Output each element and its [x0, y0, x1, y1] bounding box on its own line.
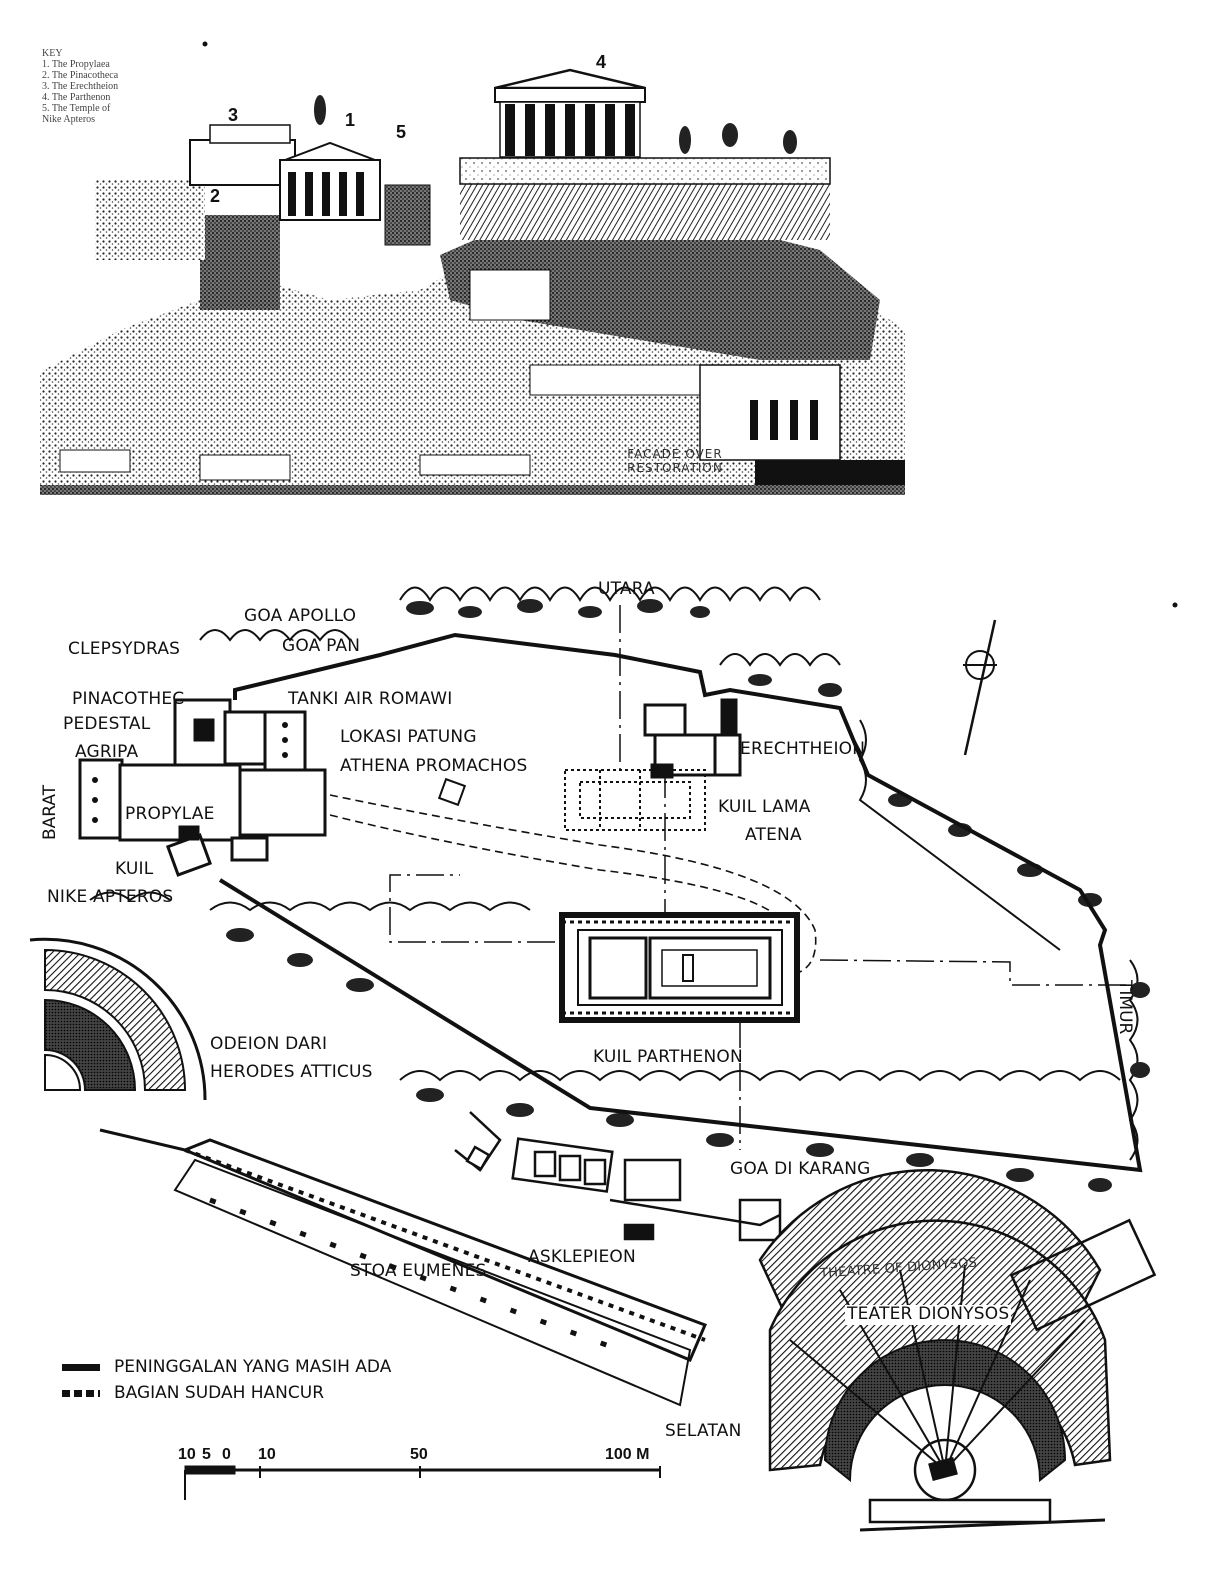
label-south: SELATAN	[665, 1421, 742, 1441]
parthenon-building	[494, 68, 646, 158]
label-kuil-nike: KUIL	[115, 859, 154, 879]
label-west: BARAT	[40, 784, 60, 840]
theatre-dionysos-plan	[758, 1168, 1157, 1532]
key-line: 3. The Erechtheion	[42, 81, 119, 92]
label-asklepieon: ASKLEPIEON	[528, 1247, 636, 1267]
legend-solid-swatch	[62, 1363, 100, 1371]
propylaea-columns	[92, 722, 288, 823]
label-kuil-lama: KUIL LAMA	[718, 797, 811, 817]
marker-3: 3	[228, 105, 239, 125]
label-nike-apteros: NIKE APTEROS	[47, 887, 174, 907]
scale-tick: 0	[222, 1446, 231, 1463]
label-atena: ATENA	[745, 825, 802, 845]
marker-1: 1	[345, 110, 356, 130]
legend-existing-label: PENINGGALAN YANG MASIH ADA	[114, 1357, 392, 1377]
label-erechtheion: ERECHTHEION	[740, 739, 866, 759]
propylaea-building	[189, 124, 431, 246]
label-athena-promachos: ATHENA PROMACHOS	[340, 756, 528, 776]
scale-tick: 5	[202, 1446, 211, 1463]
west-slope	[95, 180, 205, 260]
label-east: TIMUR	[1115, 980, 1135, 1035]
rock-scarp	[89, 586, 1139, 1161]
label-stoa-eumenes: STOA EUMENES	[350, 1261, 487, 1281]
illustration-caption: FACADE OVER RESTORATION	[627, 447, 723, 475]
stoa-eumenes-plan	[99, 1128, 707, 1407]
scale-tick: 10	[258, 1446, 276, 1463]
label-pinacotheca: PINACOTHEC	[72, 689, 185, 709]
odeion-plan	[29, 937, 207, 1101]
key-line: 2. The Pinacotheca	[42, 70, 119, 81]
citadel-wall	[460, 180, 830, 240]
label-goa-pan: GOA PAN	[282, 636, 361, 656]
scale-tick: 100 M	[605, 1446, 650, 1463]
athena-statue-base	[437, 777, 467, 807]
legend-destroyed-label: BAGIAN SUDAH HANCUR	[114, 1383, 325, 1403]
acropolis-illustration	[40, 41, 905, 495]
legend-existing: PENINGGALAN YANG MASIH ADA	[62, 1357, 391, 1377]
scale-tick: 50	[410, 1446, 428, 1463]
hill-shadow	[440, 215, 880, 360]
trees	[314, 95, 797, 154]
label-clepsydras: CLEPSYDRAS	[68, 639, 181, 659]
north-arrow	[963, 619, 997, 756]
propylaea-plan	[78, 698, 327, 877]
label-lokasi-patung: LOKASI PATUNG	[340, 727, 477, 747]
west-bastion	[200, 215, 280, 310]
label-parthenon: KUIL PARTHENON	[593, 1047, 743, 1067]
asklepieon-plan	[454, 1111, 782, 1242]
theatre-aisles	[789, 1264, 1086, 1471]
illustration-key: KEY 1. The Propylaea 2. The Pinacotheca …	[42, 48, 118, 125]
marker-5: 5	[396, 122, 407, 142]
legend-dashed-swatch	[62, 1389, 100, 1397]
label-teater-dionysos: TEATER DIONYSOS	[845, 1304, 1012, 1325]
erechtheion-plan	[643, 698, 742, 779]
lower-buildings	[59, 255, 905, 495]
key-line: 1. The Propylaea	[42, 59, 110, 70]
ground-base	[40, 485, 905, 495]
key-line: Nike Apteros	[42, 114, 96, 125]
rock-texture	[226, 599, 1150, 1192]
label-propylae: PROPYLAE	[125, 804, 215, 824]
scale-bar	[184, 1465, 661, 1500]
scale-tick: 10	[178, 1446, 196, 1463]
axis-lines	[389, 605, 1130, 1150]
marker-2: 2	[210, 186, 221, 206]
label-herodes-atticus: HERODES ATTICUS	[210, 1062, 373, 1082]
citadel-wall-top	[459, 157, 831, 185]
marker-4: 4	[596, 52, 607, 72]
label-north: UTARA	[598, 579, 655, 599]
perimeter-wall	[218, 632, 1143, 1173]
label-goa-apollo: GOA APOLLO	[244, 606, 357, 626]
legend-destroyed: BAGIAN SUDAH HANCUR	[62, 1383, 324, 1403]
parthenon-plan	[559, 912, 800, 1023]
label-pedestal: PEDESTAL	[63, 714, 151, 734]
label-tanki-air: TANKI AIR ROMAWI	[288, 689, 453, 709]
key-line: KEY	[42, 48, 63, 59]
key-line: 4. The Parthenon	[42, 92, 111, 103]
key-line: 5. The Temple of	[42, 103, 111, 114]
label-odeion: ODEION DARI	[210, 1034, 328, 1054]
old-temple-foundation	[564, 769, 706, 831]
label-goa-karang: GOA DI KARANG	[730, 1159, 871, 1179]
label-agripa: AGRIPA	[75, 742, 139, 762]
